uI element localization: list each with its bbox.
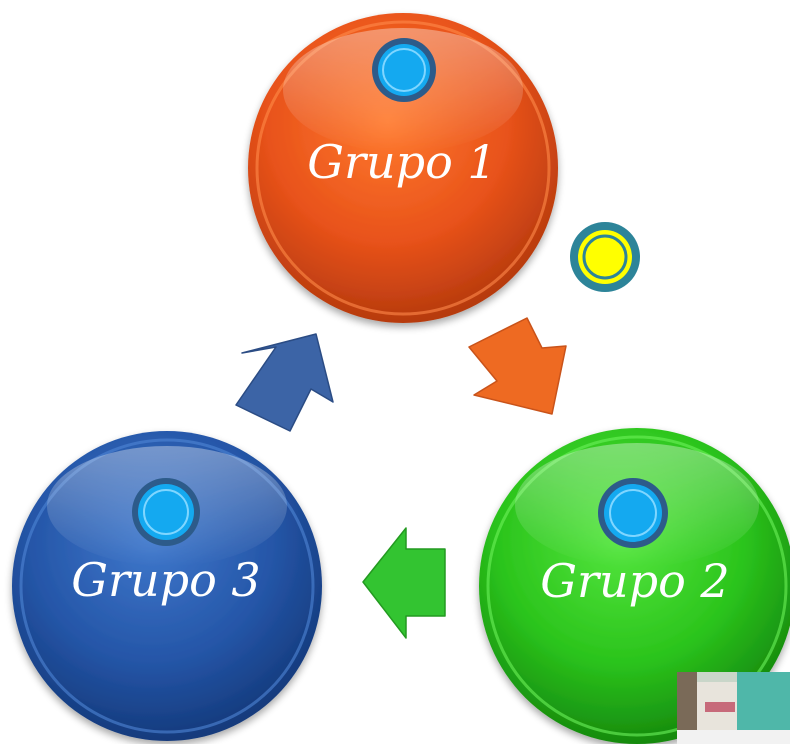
node-group-1-label: Grupo 1 xyxy=(307,135,496,189)
badge-icon xyxy=(598,478,668,548)
arrow-group3-to-group1 xyxy=(235,333,334,432)
node-group-2-rim xyxy=(486,435,788,737)
badge-icon xyxy=(372,38,436,102)
node-group-3-label: Grupo 3 xyxy=(71,553,260,607)
node-group-3-rim xyxy=(19,438,315,734)
node-group-2-label: Grupo 2 xyxy=(540,554,729,608)
badge-icon xyxy=(132,478,200,546)
node-group-2 xyxy=(479,428,790,744)
corner-photo-fragment xyxy=(677,672,790,744)
node-group-1-rim xyxy=(255,20,551,316)
arrow-group1-to-group2 xyxy=(468,317,567,415)
arrow-group2-to-group3 xyxy=(362,527,446,639)
node-group-3 xyxy=(12,431,322,741)
yellow-marker-icon xyxy=(570,222,640,292)
